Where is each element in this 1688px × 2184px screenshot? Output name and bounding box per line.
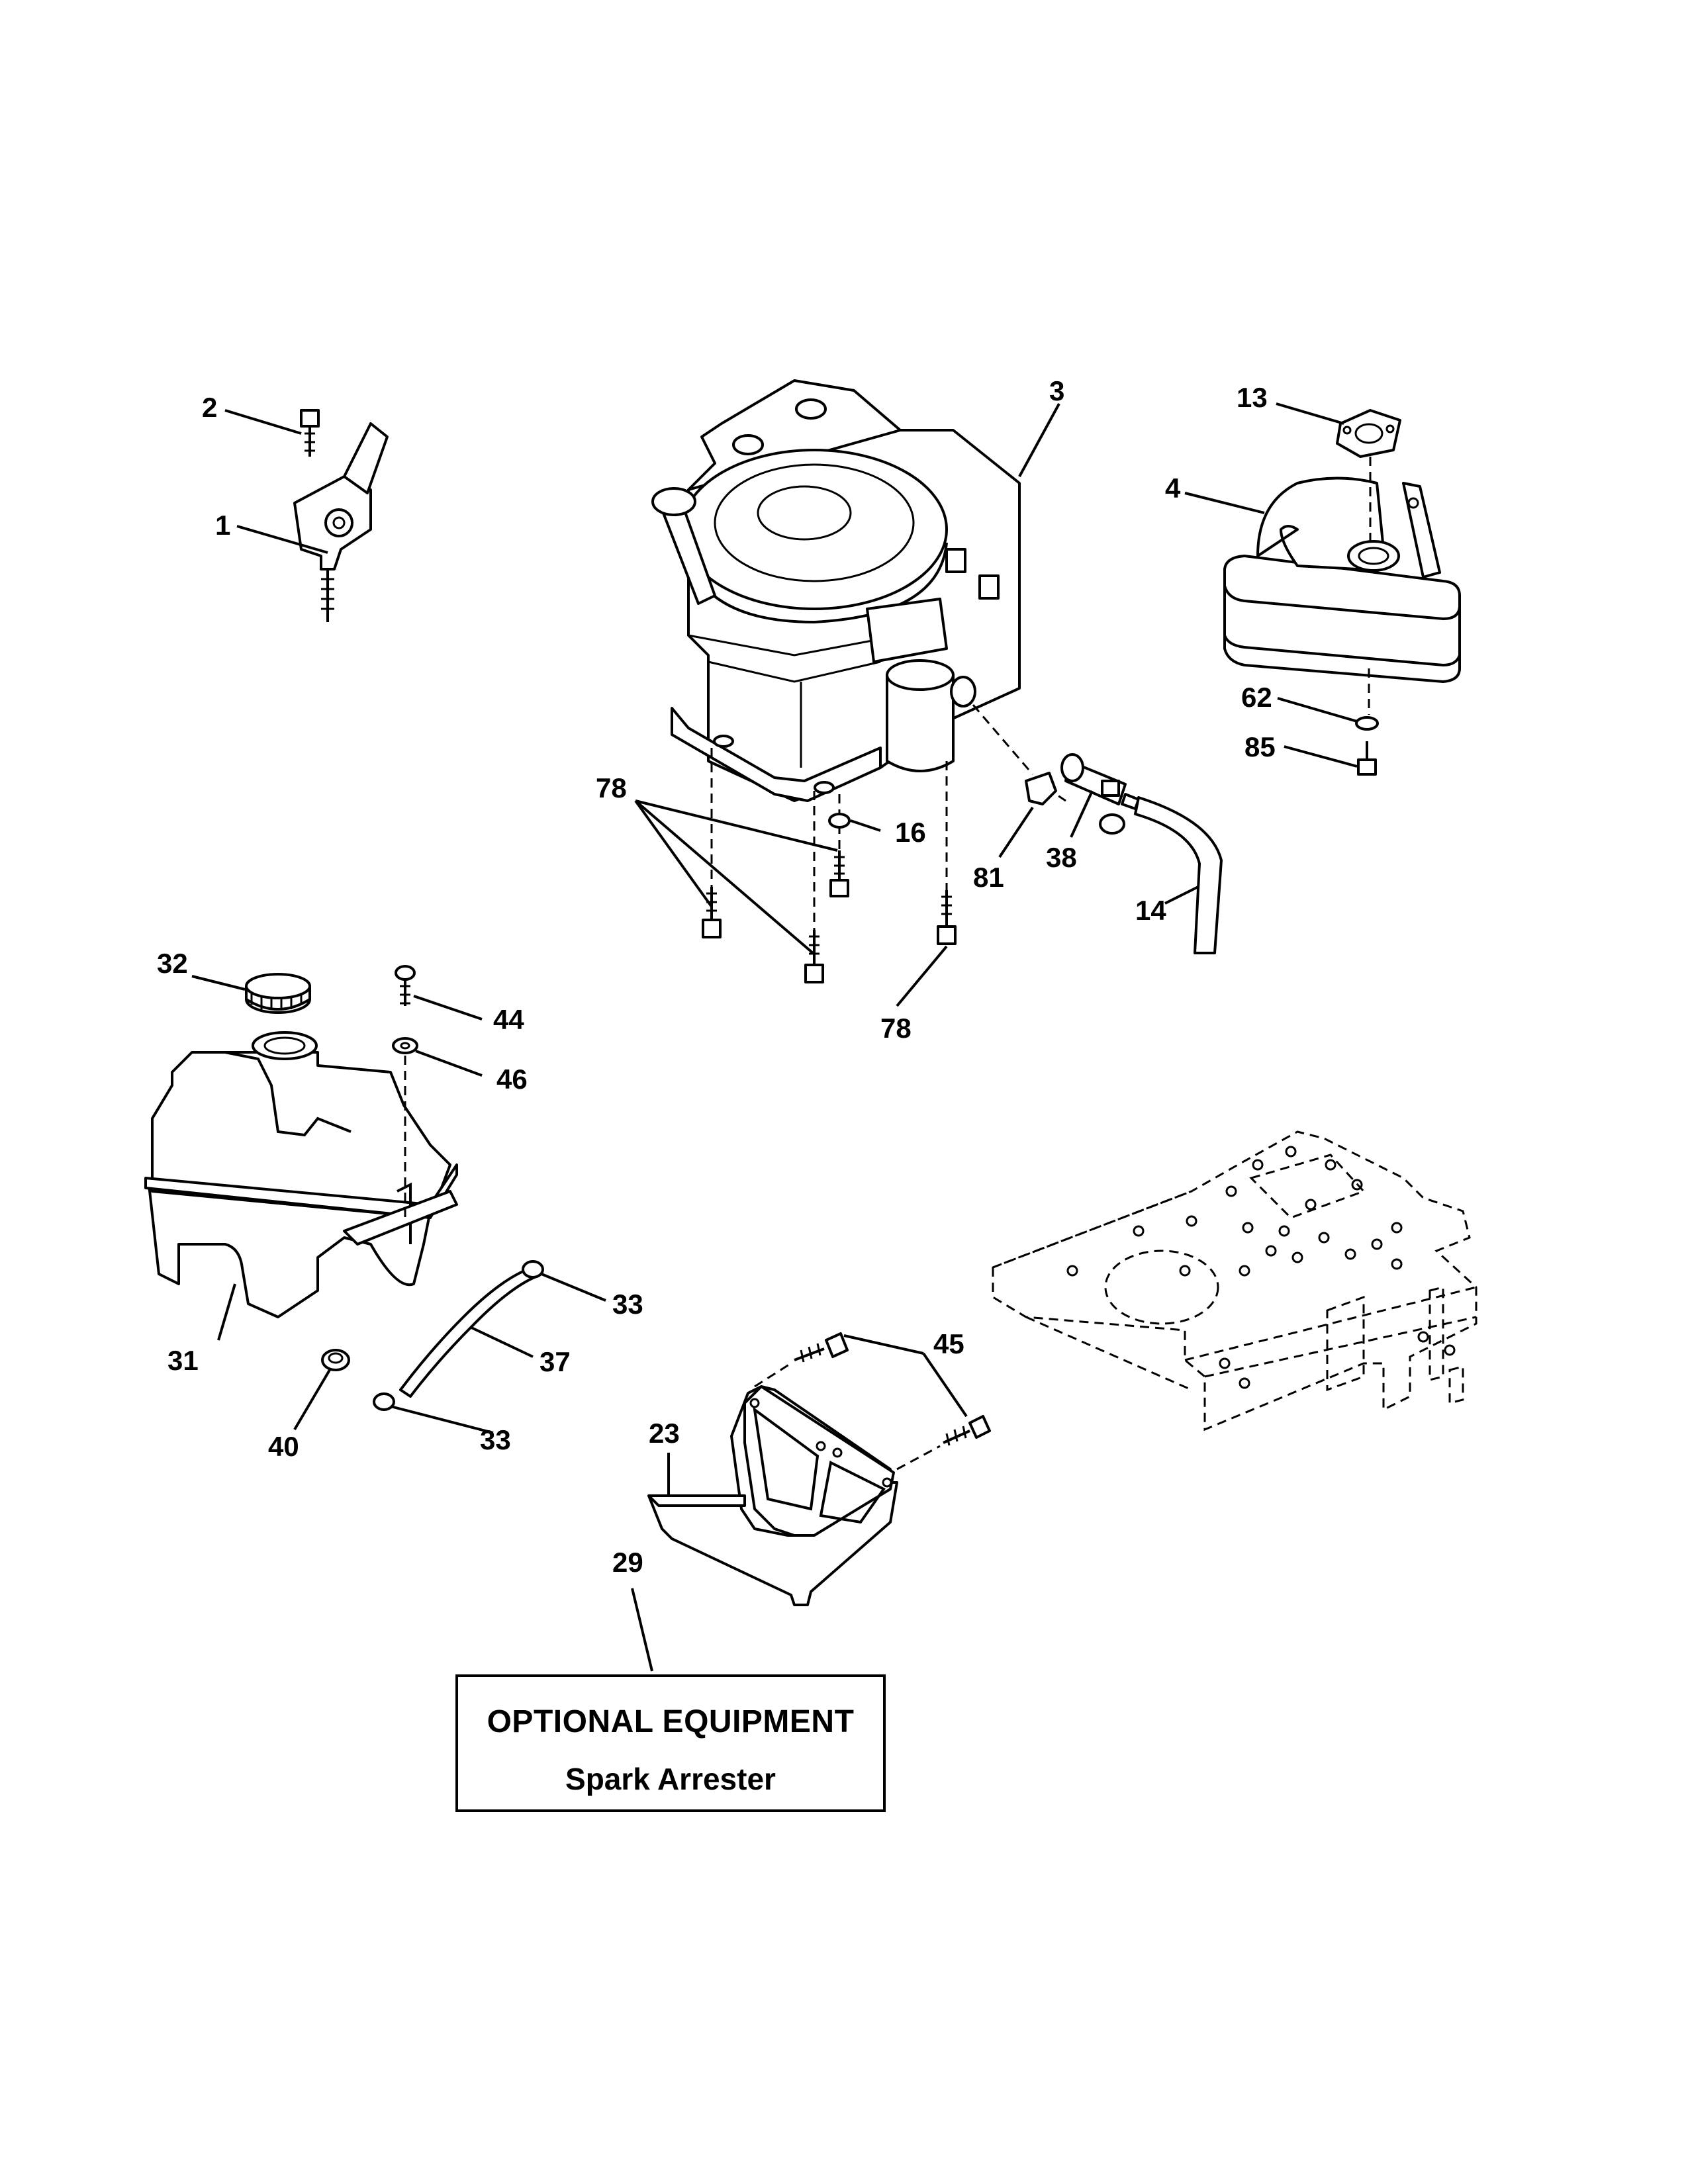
leader-lines (191, 402, 1358, 1672)
callout-33-lower: 33 (480, 1424, 511, 1455)
callout-4: 4 (1165, 473, 1181, 504)
callout-32: 32 (157, 948, 188, 979)
callout-2: 2 (202, 392, 217, 423)
callout-38: 38 (1046, 842, 1077, 873)
callout-78-upper: 78 (596, 772, 627, 803)
callout-16: 16 (895, 817, 926, 848)
callout-78-lower: 78 (880, 1013, 912, 1044)
callout-3: 3 (1049, 375, 1064, 406)
callout-31: 31 (167, 1345, 199, 1376)
callout-81: 81 (973, 862, 1004, 893)
callout-14: 14 (1135, 895, 1166, 926)
callout-40: 40 (268, 1431, 299, 1462)
throttle-control-part (293, 409, 389, 622)
washer-part (828, 813, 851, 829)
callout-23: 23 (649, 1418, 680, 1449)
optional-equipment-note: OPTIONAL EQUIPMENT Spark Arrester (455, 1674, 886, 1812)
engine-part (651, 379, 1021, 802)
callout-45: 45 (933, 1328, 964, 1359)
callout-85: 85 (1244, 731, 1276, 762)
muffler-part (1223, 409, 1461, 776)
callout-33-upper: 33 (612, 1289, 643, 1320)
fuel-fittings-part (1025, 753, 1223, 954)
bolt-part (702, 850, 957, 983)
callout-62: 62 (1241, 682, 1272, 713)
callout-13: 13 (1237, 382, 1268, 413)
fuel-tank-part (144, 973, 458, 1318)
frame-part (992, 1130, 1477, 1432)
callout-1: 1 (215, 510, 230, 541)
note-title: OPTIONAL EQUIPMENT (487, 1704, 855, 1739)
arrester-screw-part (794, 1332, 991, 1446)
tank-screw-part (392, 965, 418, 1054)
callout-46: 46 (496, 1064, 528, 1095)
note-subtitle: Spark Arrester (565, 1762, 776, 1796)
callout-29: 29 (612, 1547, 643, 1578)
callout-44: 44 (493, 1004, 524, 1035)
spark-arrester-part (647, 1385, 898, 1606)
callout-37: 37 (539, 1346, 571, 1377)
fuel-line-part (321, 1260, 544, 1411)
